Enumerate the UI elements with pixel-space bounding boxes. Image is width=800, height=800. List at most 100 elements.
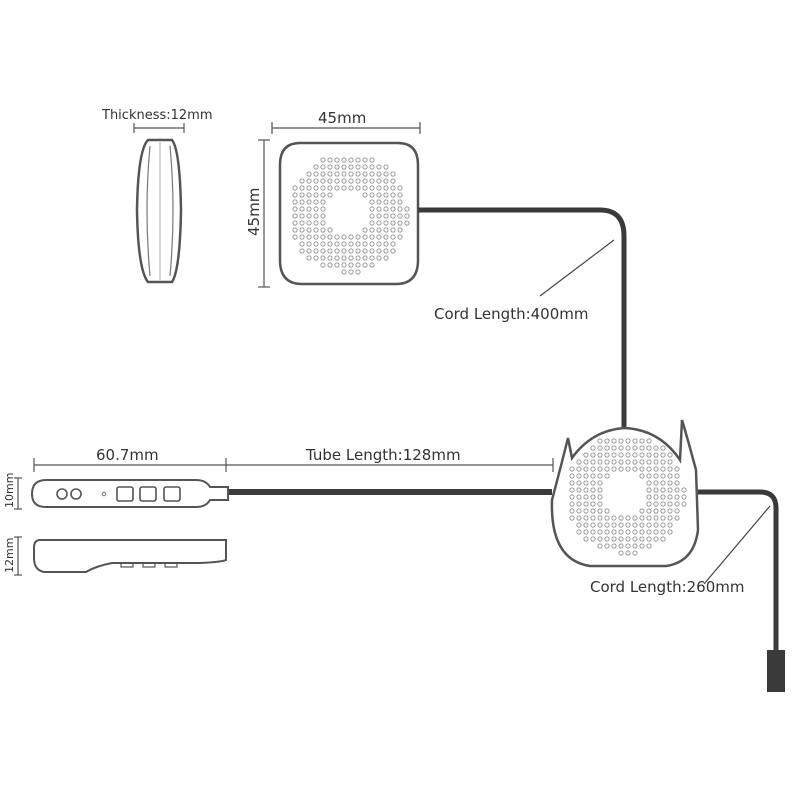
grille-dot	[362, 171, 368, 177]
grille-dot	[576, 494, 582, 500]
grille-dot	[611, 536, 617, 542]
grille-dot	[618, 515, 624, 521]
grille-dot	[576, 522, 582, 528]
grille-dot	[674, 487, 680, 493]
grille-dot	[362, 178, 368, 184]
grille-dot	[341, 171, 347, 177]
grille-dot	[299, 234, 305, 240]
grille-dot	[362, 234, 368, 240]
grille-dot	[611, 515, 617, 521]
grille-dot	[576, 473, 582, 479]
grille-dot	[341, 164, 347, 170]
lower-speaker	[550, 419, 700, 568]
grille-dot	[355, 178, 361, 184]
grille-dot	[597, 501, 603, 507]
grille-dot	[583, 536, 589, 542]
grille-dot	[369, 227, 375, 233]
grille-dot	[639, 445, 645, 451]
grille-dot	[390, 248, 396, 254]
grille-dot	[348, 171, 354, 177]
grille-dot	[604, 445, 610, 451]
grille-dot	[320, 248, 326, 254]
grille-dot	[397, 213, 403, 219]
grille-dot	[369, 255, 375, 261]
grille-dot	[383, 199, 389, 205]
lower-cord-leader	[703, 505, 771, 585]
grille-dot	[569, 466, 575, 472]
grille-dot	[313, 171, 319, 177]
grille-dot	[632, 466, 638, 472]
grille-dot	[597, 438, 603, 444]
grille-dot	[625, 536, 631, 542]
grille-dot	[590, 494, 596, 500]
grille-dot	[597, 543, 603, 549]
grille-dot	[618, 438, 624, 444]
grille-dot	[334, 157, 340, 163]
grille-dot	[313, 178, 319, 184]
speaker-height-label: 45mm	[245, 188, 263, 236]
grille-dot	[597, 480, 603, 486]
grille-dot	[646, 543, 652, 549]
grille-dot	[348, 248, 354, 254]
grille-dot	[597, 487, 603, 493]
grille-dot	[653, 501, 659, 507]
grille-dot	[320, 199, 326, 205]
grille-dot	[618, 529, 624, 535]
grille-dot	[383, 178, 389, 184]
grille-dot	[320, 178, 326, 184]
grille-dot	[313, 199, 319, 205]
grille-dot	[362, 262, 368, 268]
grille-dot	[611, 445, 617, 451]
grille-dot	[327, 255, 333, 261]
grille-dot	[590, 459, 596, 465]
grille-dot	[590, 487, 596, 493]
grille-dot	[299, 213, 305, 219]
grille-dot	[383, 220, 389, 226]
grille-dot	[383, 241, 389, 247]
control-button-square-1	[116, 486, 134, 502]
grille-dot	[362, 255, 368, 261]
grille-dot	[334, 185, 340, 191]
grille-dot	[390, 206, 396, 212]
grille-dot	[653, 529, 659, 535]
grille-dot	[348, 185, 354, 191]
grille-dot	[299, 241, 305, 247]
grille-dot	[313, 241, 319, 247]
grille-dot	[390, 171, 396, 177]
grille-dot	[632, 438, 638, 444]
thickness-dimension-line	[133, 123, 185, 133]
grille-dot	[660, 480, 666, 486]
grille-dot	[618, 550, 624, 556]
grille-dot	[632, 445, 638, 451]
grille-dot	[383, 164, 389, 170]
control-button-round-2	[70, 488, 82, 500]
grille-dot	[341, 262, 347, 268]
grille-dot	[390, 234, 396, 240]
grille-dot	[313, 227, 319, 233]
grille-dot	[320, 164, 326, 170]
grille-dot	[334, 164, 340, 170]
grille-dot	[327, 192, 333, 198]
grille-dot	[611, 529, 617, 535]
grille-dot	[597, 473, 603, 479]
grille-dot	[362, 157, 368, 163]
grille-dot	[611, 522, 617, 528]
grille-dot	[369, 192, 375, 198]
grille-dot	[625, 445, 631, 451]
grille-dot	[376, 199, 382, 205]
grille-dot	[334, 255, 340, 261]
grille-dot	[660, 515, 666, 521]
grille-dot	[334, 234, 340, 240]
grille-dot	[369, 206, 375, 212]
grille-dot	[313, 185, 319, 191]
grille-dot	[327, 241, 333, 247]
grille-dot	[299, 220, 305, 226]
grille-dot	[632, 459, 638, 465]
grille-dot	[667, 515, 673, 521]
grille-dot	[667, 522, 673, 528]
grille-dot	[674, 515, 680, 521]
grille-dot	[369, 178, 375, 184]
grille-dot	[299, 248, 305, 254]
grille-dot	[320, 171, 326, 177]
grille-dot	[355, 164, 361, 170]
